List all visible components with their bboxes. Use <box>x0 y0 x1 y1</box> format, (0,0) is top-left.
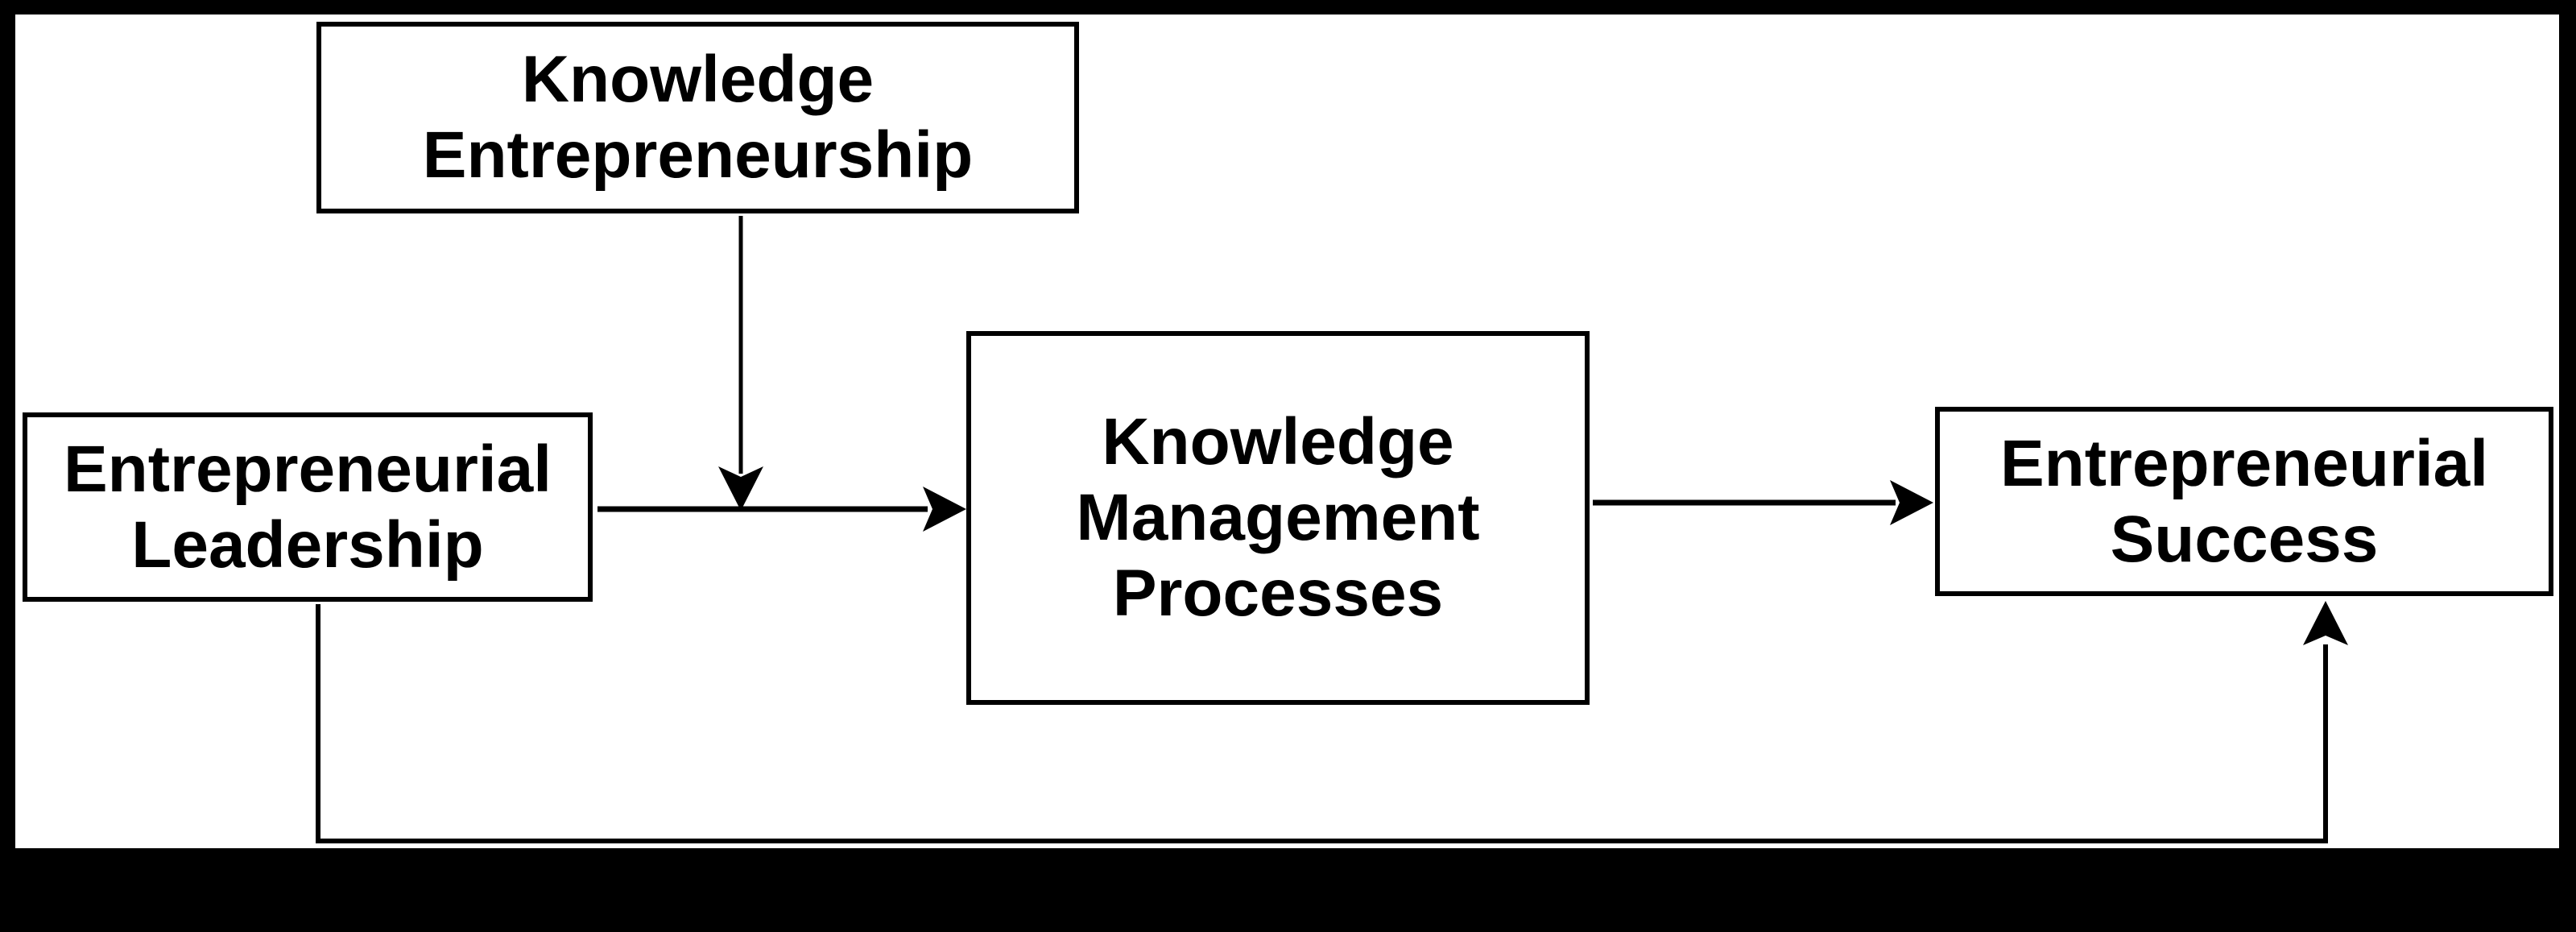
node-knowledge-management-processes-label: Knowledge Management Processes <box>1076 405 1480 630</box>
node-knowledge-management-processes: Knowledge Management Processes <box>966 331 1590 705</box>
node-knowledge-entrepreneurship: Knowledge Entrepreneurship <box>316 22 1079 213</box>
node-entrepreneurial-success: Entrepreneurial Success <box>1935 407 2553 596</box>
node-knowledge-entrepreneurship-label: Knowledge Entrepreneurship <box>422 43 974 192</box>
node-entrepreneurial-leadership-label: Entrepreneurial Leadership <box>63 432 552 582</box>
node-entrepreneurial-success-label: Entrepreneurial Success <box>1999 426 2489 576</box>
node-entrepreneurial-leadership: Entrepreneurial Leadership <box>23 412 593 602</box>
